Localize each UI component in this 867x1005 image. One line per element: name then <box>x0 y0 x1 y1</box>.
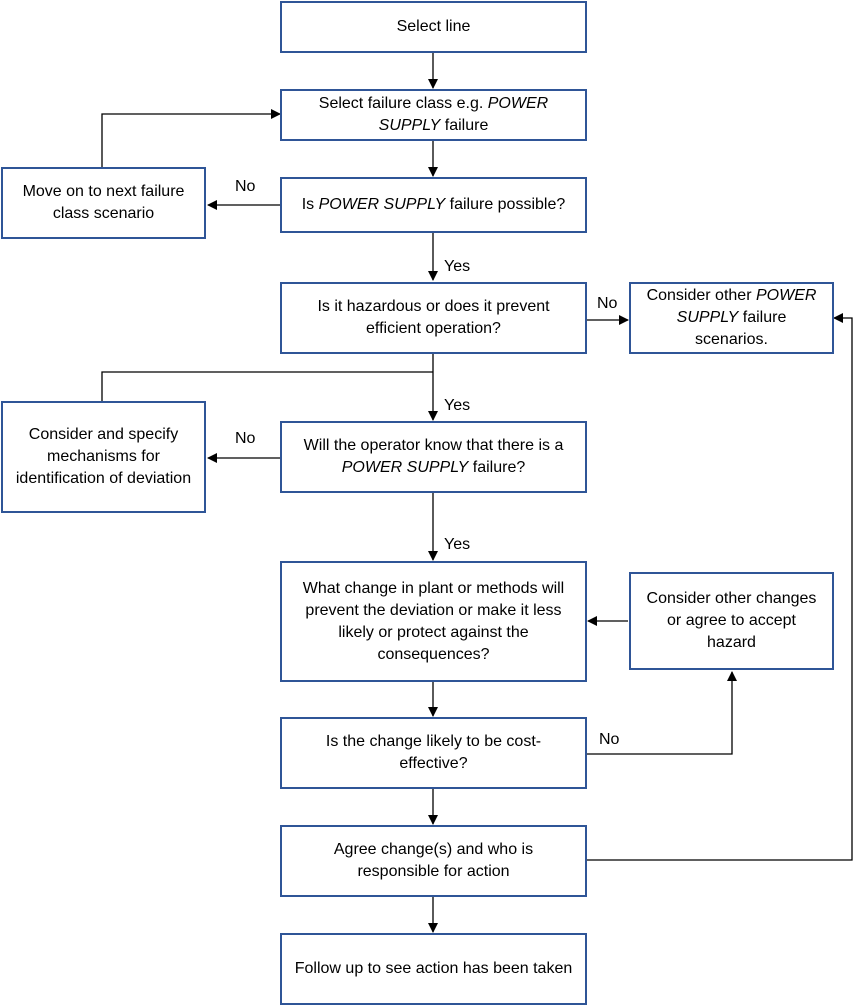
edge-label-cost-no: No <box>599 731 620 748</box>
edge-label-hazardous-no: No <box>597 295 618 312</box>
node-operator-know: Will the operator know that there is a P… <box>280 421 587 493</box>
node-follow-up: Follow up to see action has been taken <box>280 933 587 1005</box>
node-move-on: Move on to next failure class scenario <box>1 167 206 239</box>
edge-label-operator-no: No <box>235 430 256 447</box>
edge-label-possible-no: No <box>235 178 256 195</box>
node-select-failure-class: Select failure class e.g. POWER SUPPLY f… <box>280 89 587 141</box>
edge-label-possible-yes: Yes <box>444 258 471 275</box>
node-is-hazardous: Is it hazardous or does it prevent effic… <box>280 282 587 354</box>
node-consider-other-scenarios: Consider other POWER SUPPLY failure scen… <box>629 282 834 354</box>
node-what-change: What change in plant or methods will pre… <box>280 561 587 682</box>
node-is-failure-possible: Is POWER SUPPLY failure possible? <box>280 177 587 233</box>
node-consider-changes: Consider other changes or agree to accep… <box>629 572 834 670</box>
arrow-agree-to-scenarios <box>586 313 853 861</box>
node-cost-effective: Is the change likely to be cost-effectiv… <box>280 717 587 789</box>
edge-label-hazardous-yes: Yes <box>444 397 471 414</box>
node-select-line: Select line <box>280 1 587 53</box>
node-consider-mechanisms: Consider and specify mechanisms for iden… <box>1 401 206 513</box>
arrow-cost-no <box>586 671 737 755</box>
node-agree-change: Agree change(s) and who is responsible f… <box>280 825 587 897</box>
edge-label-operator-yes: Yes <box>444 536 471 553</box>
arrow-moveon-loop-back <box>101 109 281 167</box>
line-mechanisms-loop <box>101 371 433 401</box>
